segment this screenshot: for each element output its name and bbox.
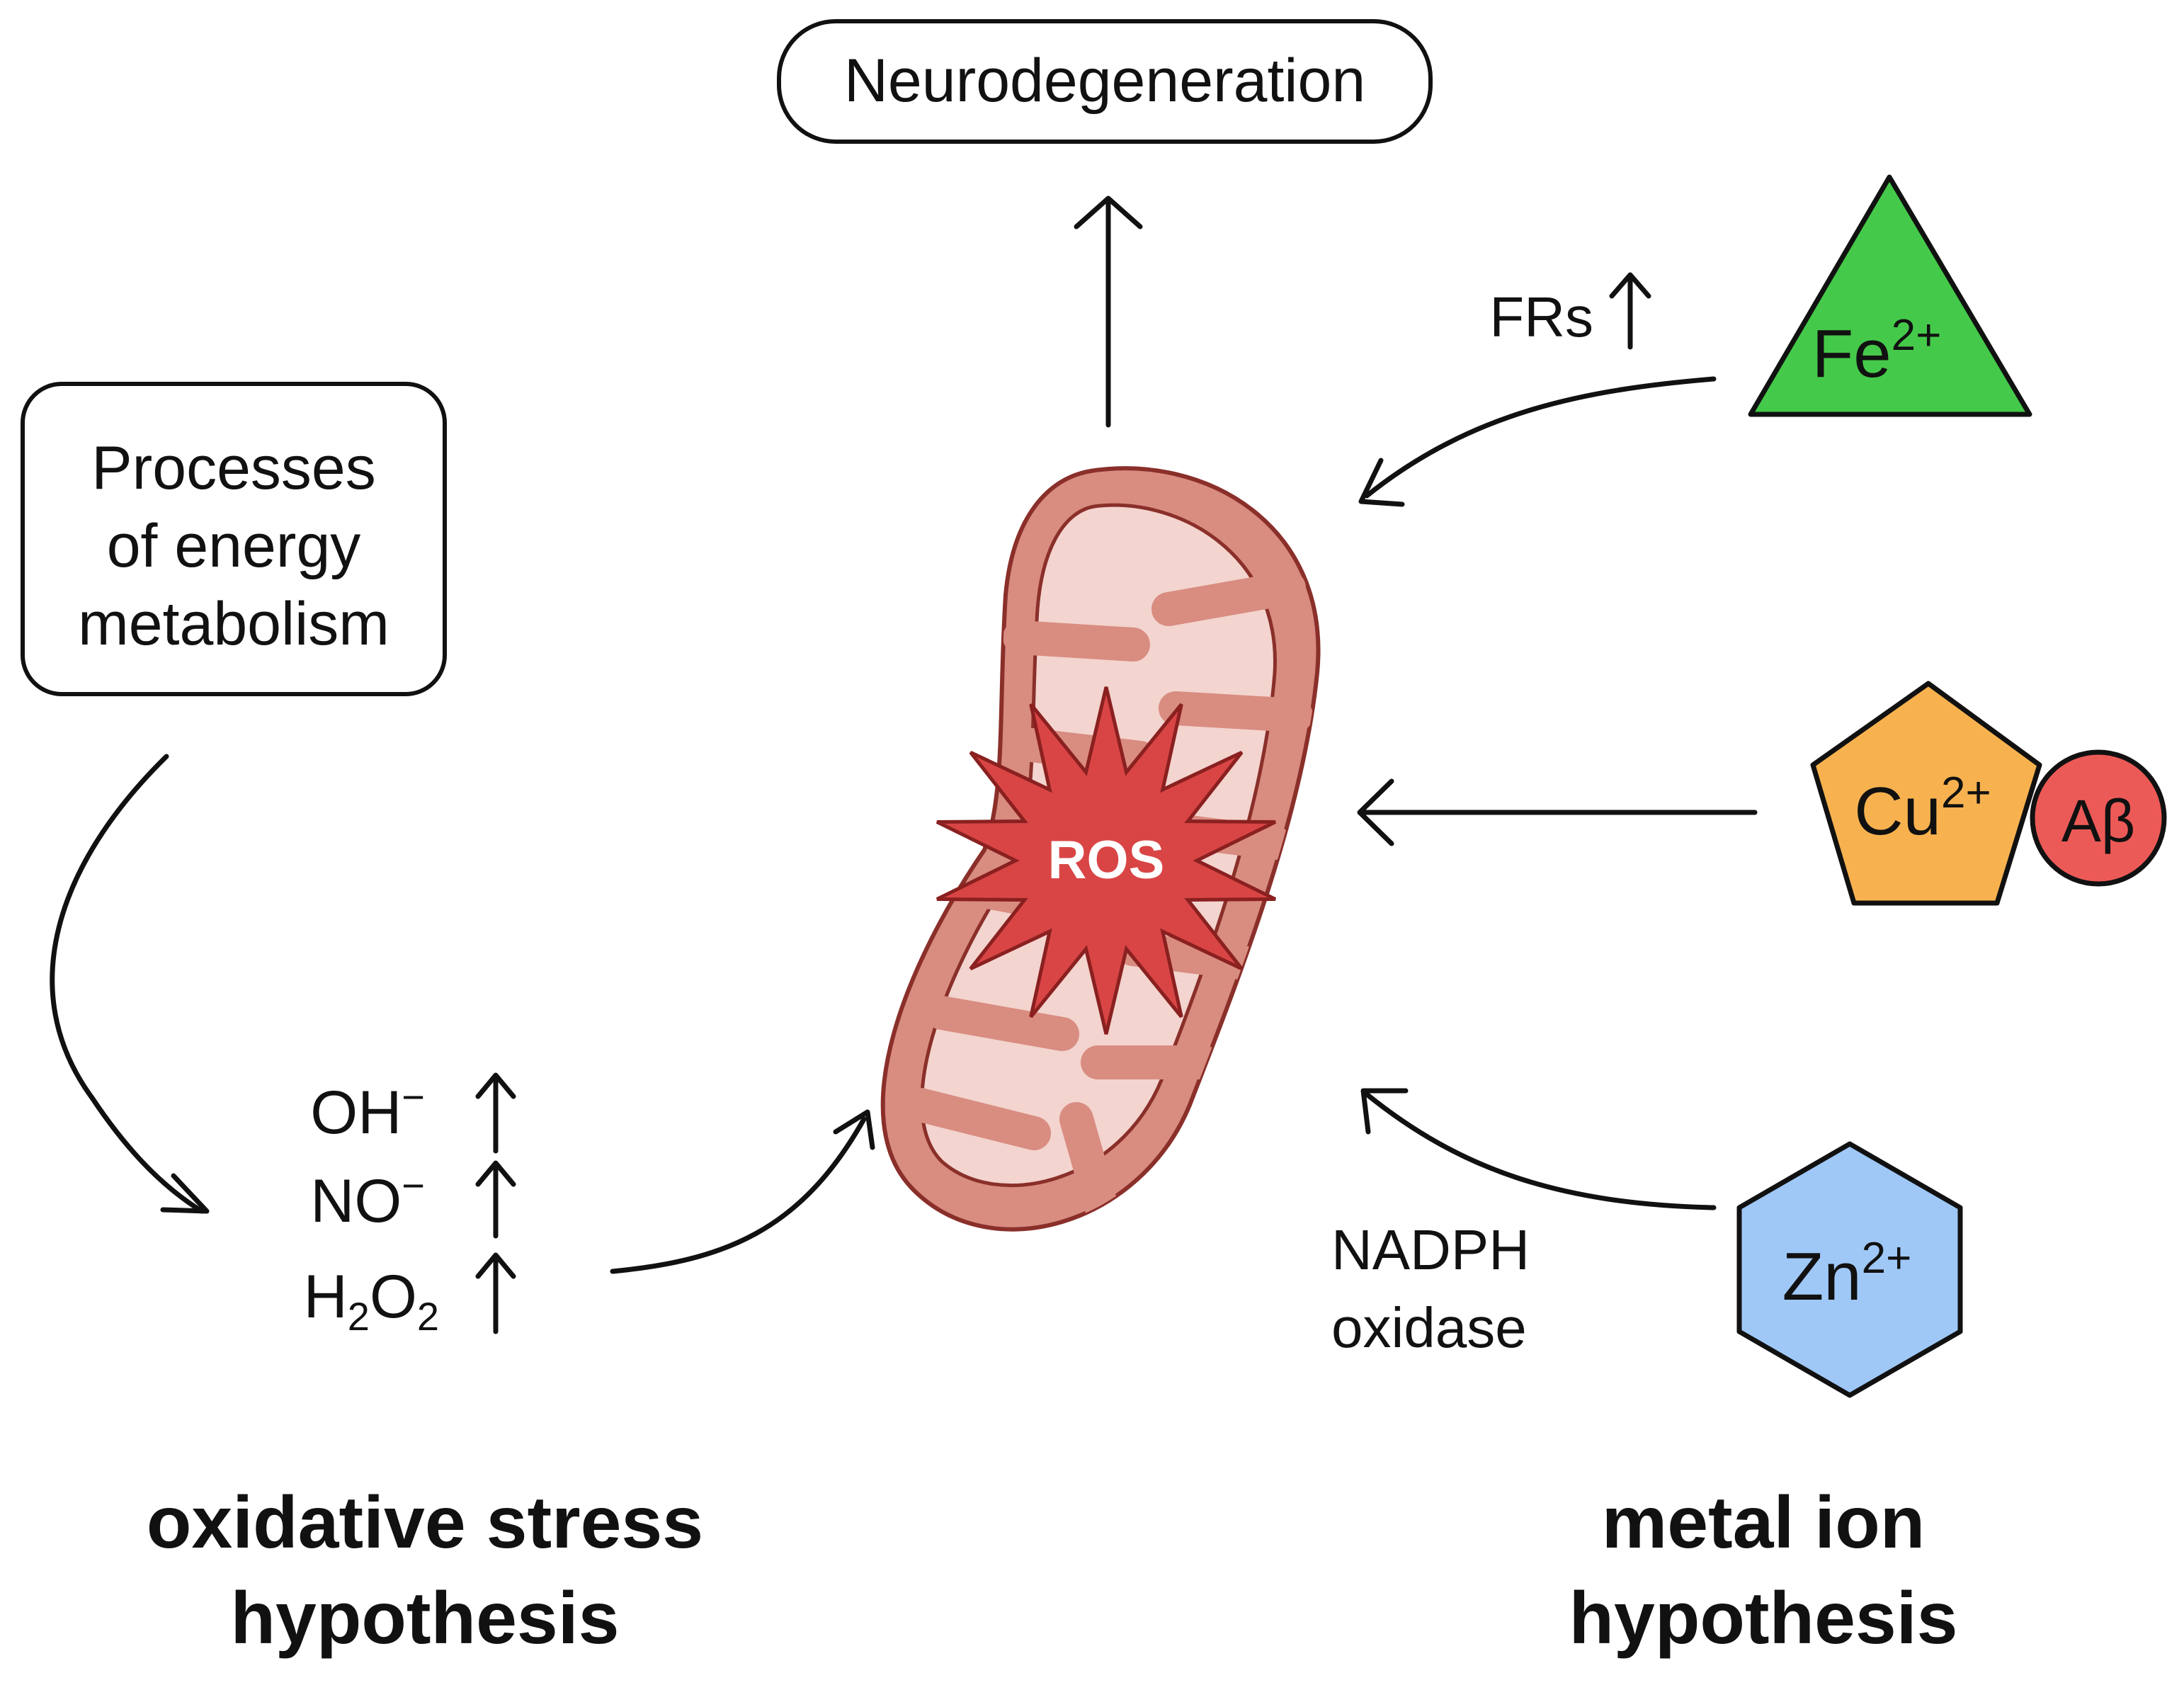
zn-hexagon-icon (1736, 1141, 1963, 1398)
species-oh: OH− (310, 1074, 425, 1147)
oxidative-stress-line-1: oxidative stress (147, 1482, 703, 1564)
zn-ion: Zn2+ (1736, 1141, 1963, 1398)
abeta-circle-icon (2030, 749, 2167, 887)
increase-arrow-icons (475, 1072, 516, 1334)
energy-metabolism-line-1: Processes (91, 434, 376, 502)
metal-ion-line-2: hypothesis (1569, 1577, 1958, 1660)
fe-label: Fe2+ (1812, 311, 1942, 392)
arrow-metabolism-to-species (50, 754, 210, 1214)
nadph-line-1: NADPH (1331, 1218, 1530, 1281)
fe-ion: Fe2+ (1748, 174, 2032, 417)
fe-triangle-icon (1748, 174, 2032, 417)
ros-burst: ROS (935, 686, 1277, 1035)
arrow-cu-to-mitochondria (1357, 778, 1758, 846)
reactive-species-list: OH− NO− H2O2 (304, 1072, 516, 1339)
cu-pentagon-icon (1810, 681, 2042, 906)
metal-ion-caption: metal ion hypothesis (1569, 1482, 1958, 1660)
frs-annotation: FRs (1489, 272, 1651, 350)
nadph-line-2: oxidase (1331, 1296, 1527, 1359)
frs-label: FRs (1489, 285, 1593, 348)
energy-metabolism-line-3: metabolism (78, 590, 389, 658)
oxidative-stress-caption: oxidative stress hypothesis (147, 1482, 703, 1660)
neurodegeneration-box: Neurodegeneration (777, 19, 1433, 144)
cu-label: Cu2+ (1854, 768, 1991, 849)
frs-up-arrow-icon (1609, 272, 1651, 350)
nadph-oxidase-annotation: NADPH oxidase (1331, 1218, 1530, 1359)
species-no: NO− (310, 1163, 425, 1235)
neurodegeneration-label: Neurodegeneration (844, 47, 1365, 115)
ros-star-icon (935, 686, 1277, 1035)
ros-label: ROS (1048, 830, 1165, 890)
energy-metabolism-line-2: of energy (107, 512, 361, 580)
arrow-species-to-mitochondria (610, 1109, 875, 1274)
oxidative-stress-line-2: hypothesis (231, 1577, 620, 1660)
arrow-fe-to-mitochondria (1358, 376, 1717, 507)
cu-abeta-complex: Cu2+ Aβ (1810, 681, 2167, 906)
species-h2o2: H2O2 (304, 1263, 439, 1339)
arrow-to-neurodegeneration (1074, 195, 1143, 428)
energy-metabolism-box: Processes of energy metabolism (21, 382, 447, 696)
zn-label: Zn2+ (1782, 1234, 1912, 1315)
arrow-zn-to-mitochondria (1360, 1088, 1717, 1210)
metal-ion-line-1: metal ion (1602, 1482, 1926, 1564)
abeta-label: Aβ (2061, 788, 2135, 854)
